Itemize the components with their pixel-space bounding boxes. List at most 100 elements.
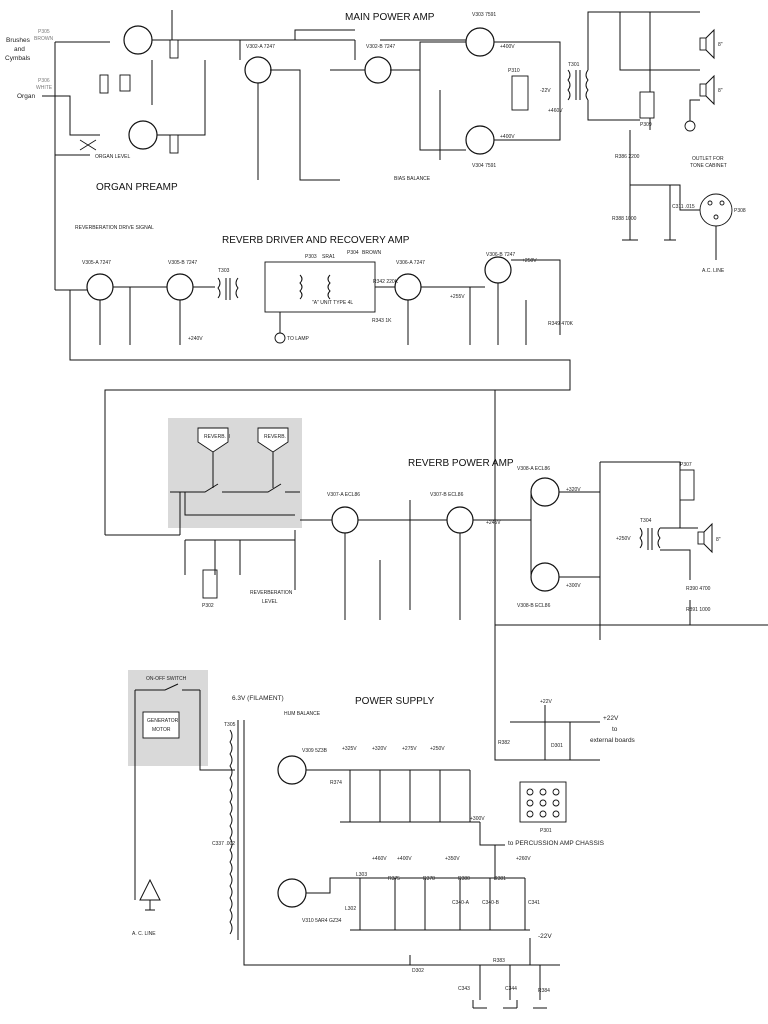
lamp [274, 332, 286, 344]
voltage-k: +250V [616, 536, 631, 542]
minus22v-wiring [243, 938, 560, 1000]
drive-signal-label: REVERBERATION DRIVE SIGNAL [75, 225, 154, 231]
switch-wiring [134, 683, 235, 900]
voltage-b: +400V [500, 134, 515, 140]
voltage-f: +250V [522, 258, 537, 264]
voltage-g: +240V [188, 336, 203, 342]
resistor-b [169, 39, 179, 59]
d301-label: D301 [551, 743, 563, 749]
reverb-switch-wiring [170, 452, 300, 493]
speaker-2-size: 8" [718, 88, 723, 94]
tube-v310 [277, 878, 307, 908]
output-wiring [587, 11, 700, 130]
tube-v306b [484, 256, 512, 284]
reverb-power-wiring [300, 462, 601, 640]
v302a-label: V302-A 7247 [246, 44, 275, 50]
r375-label: R375 [388, 876, 400, 882]
ac-line-top-label: A.C. LINE [702, 268, 725, 274]
outlet-wiring [629, 184, 717, 260]
c311-label: C311 .015 [672, 204, 695, 210]
p307-label: P307 [680, 462, 692, 468]
external-boards-label: external boards [590, 737, 636, 744]
plus22v-wiring [510, 705, 600, 760]
reverb-switch-resistor [105, 492, 295, 536]
ps-voltage-2: +320V [372, 746, 387, 752]
r386-label: R386 2200 [615, 154, 640, 160]
d302-label: D302 [412, 968, 424, 974]
l303-label: L303 [356, 872, 367, 878]
r380-label: R380 [458, 876, 470, 882]
r374-label: R374 [330, 780, 342, 786]
transformer-t304 [639, 527, 661, 550]
level-pot-wiring [184, 530, 296, 590]
r349-label: R349 470K [548, 321, 574, 327]
reverb-power-amp-title: REVERB POWER AMP [408, 458, 514, 469]
ps-voltage-4: +250V [430, 746, 445, 752]
r381-label: R381 [494, 876, 506, 882]
p304-label: P304 [347, 250, 359, 256]
ps-voltage-5: +300V [470, 816, 485, 822]
tube-v307a [331, 506, 359, 534]
ps-voltage-8: +350V [445, 856, 460, 862]
percussion-wire [479, 822, 505, 880]
voltage-d: -22V [540, 88, 551, 94]
tube-v302b [364, 56, 392, 84]
v310-label: V310 5AR4 GZ34 [302, 918, 342, 924]
reverb-unit [264, 261, 376, 313]
voltage-c: +460V [548, 108, 563, 114]
r391-label: R391 1000 [686, 607, 711, 613]
p309-label: P309 [640, 122, 652, 128]
p305-color: BROWN [34, 36, 54, 42]
organ-preamp-title: ORGAN PREAMP [96, 182, 178, 193]
resistor-c [169, 134, 179, 154]
main-power-amp-title: MAIN POWER AMP [345, 12, 435, 23]
to-label: to [612, 726, 618, 733]
v306a-label: V306-A 7247 [396, 260, 425, 266]
voltage-h: +255V [450, 294, 465, 300]
c341-label: C341 [528, 900, 540, 906]
generator-motor [142, 711, 180, 739]
v303-label: V303 7591 [472, 12, 496, 18]
r384-label: R384 [538, 988, 550, 994]
voltage-i: +320V [566, 487, 581, 493]
ps-lower-rail [306, 877, 530, 931]
power-supply-title: POWER SUPPLY [355, 696, 435, 707]
to-lamp-label: TO LAMP [287, 336, 310, 342]
bias-balance-label: BIAS BALANCE [394, 176, 431, 182]
main-amp-cathodes [257, 83, 441, 181]
hum-balance-label: HUM BALANCE [284, 711, 321, 717]
p308-label: P308 [734, 208, 746, 214]
p301-label: P301 [540, 828, 552, 834]
outlet-label-1: OUTLET FOR [692, 156, 724, 162]
generator-label: GENERATOR [147, 718, 179, 724]
tube-v305b [166, 273, 194, 301]
tube-v301b [128, 120, 158, 150]
p310-label: P310 [508, 68, 520, 74]
outlet-label-2: TONE CABINET [690, 163, 727, 169]
transformer-t301 [567, 69, 589, 101]
reverb-2-switch [197, 427, 229, 453]
brushes-label-3: Cymbals [5, 55, 31, 62]
c343-label: C343 [458, 986, 470, 992]
p302-label: P302 [202, 603, 214, 609]
c340b-label: C340-B [482, 900, 500, 906]
r378-label: R378 [423, 876, 435, 882]
minus22v-label: -22V [538, 933, 552, 940]
speaker-1 [699, 28, 715, 60]
tube-v306a [394, 273, 422, 301]
ps-voltage-9: +260V [516, 856, 531, 862]
reverb-2-label: REVERB. II [204, 434, 230, 440]
organ-input-label: Organ [17, 93, 35, 100]
tube-v308b [530, 562, 560, 592]
main-amp-bus [205, 29, 470, 60]
r382-label: R382 [498, 740, 510, 746]
v308b-label: V308-B ECL86 [517, 603, 551, 609]
r383-label: R383 [493, 958, 505, 964]
ps-voltage-6: +460V [372, 856, 387, 862]
c337-label: C337 .002 [212, 841, 235, 847]
tube-v309 [277, 755, 307, 785]
reverb-driver-wiring [55, 286, 215, 345]
t305-label: T305 [224, 722, 236, 728]
percussion-label: to PERCUSSION AMP CHASSIS [508, 840, 605, 847]
bottom-grounds [472, 1000, 547, 1009]
